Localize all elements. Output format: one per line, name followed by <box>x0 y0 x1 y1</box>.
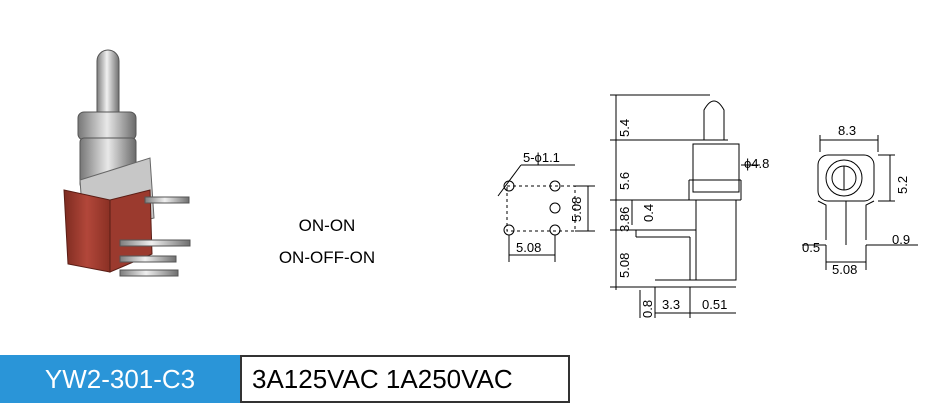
dim-top-height: 5.2 <box>895 176 910 194</box>
mode-on-off-on: ON-OFF-ON <box>278 248 376 267</box>
model-number: YW2-301-C3 <box>0 355 240 403</box>
dim-pin-len: 0.8 <box>640 300 655 318</box>
spec-bar: YW2-301-C3 3A125VAC 1A250VAC <box>0 355 590 407</box>
dim-body-low: 5.08 <box>617 253 632 278</box>
dim-foot-left: 0.5 <box>802 240 820 255</box>
mode-on-on: ON-ON <box>298 216 356 235</box>
switch-product-photo <box>63 49 191 277</box>
pcb-pitch-v-label: 5.08 <box>569 197 584 222</box>
electrical-rating: 3A125VAC 1A250VAC <box>240 355 570 403</box>
top-view-drawing <box>802 135 918 270</box>
dim-top-width: 8.3 <box>838 123 856 138</box>
dim-foot-right: 0.9 <box>892 232 910 247</box>
dimension-drawings: 5-ϕ1.1 5.08 5.08 5.4 5.6 ϕ4.8 0.4 3.86 5… <box>497 94 918 318</box>
side-view-drawing <box>610 94 760 318</box>
pcb-hole-label: 5-ϕ1.1 <box>523 150 560 165</box>
switch-modes: ON-ON ON-OFF-ON <box>262 210 392 274</box>
dim-frame-thick: 0.4 <box>641 204 656 222</box>
pcb-pitch-h-label: 5.08 <box>516 240 541 255</box>
dim-pin-w: 0.51 <box>702 297 727 312</box>
dim-pin-off: 3.3 <box>662 297 680 312</box>
dim-body-h: 3.86 <box>617 207 632 232</box>
dim-lever-top: 5.4 <box>617 119 632 137</box>
dim-foot-pitch: 5.08 <box>832 262 857 277</box>
pcb-layout-drawing <box>497 164 595 262</box>
dim-bushing-dia: ϕ4.8 <box>744 156 769 171</box>
dim-lever-mid: 5.6 <box>617 172 632 190</box>
